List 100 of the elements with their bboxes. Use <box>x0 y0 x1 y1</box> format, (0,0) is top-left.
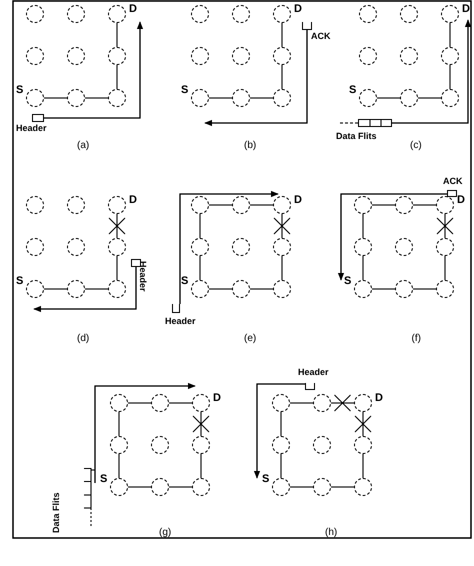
link-line <box>330 486 354 488</box>
link-line <box>362 454 364 478</box>
router-circle <box>108 47 126 65</box>
node-letter: D <box>129 195 137 206</box>
router-circle <box>151 436 169 454</box>
link-line <box>444 256 446 280</box>
link-line <box>372 288 396 290</box>
router-circle <box>67 280 85 298</box>
panel-label: (f) <box>412 334 421 344</box>
packet-label: ACK <box>311 32 330 41</box>
router-circle <box>67 196 85 214</box>
node-letter: S <box>16 276 24 287</box>
router-circle <box>272 394 290 412</box>
node-letter: D <box>462 4 470 15</box>
route-arrow <box>204 30 308 126</box>
router-circle <box>313 478 331 496</box>
link-line <box>290 402 314 404</box>
packet-box <box>32 114 44 122</box>
panel-label: (a) <box>77 141 90 151</box>
router-circle <box>354 280 372 298</box>
link-line <box>362 412 364 436</box>
router-circle <box>354 436 372 454</box>
link-line <box>290 486 314 488</box>
router-circle <box>359 89 377 107</box>
packet-bracket <box>302 22 312 30</box>
node-letter: D <box>213 393 221 404</box>
router-circle <box>273 89 291 107</box>
router-circle <box>191 238 209 256</box>
route-arrow <box>44 21 144 119</box>
router-circle <box>395 238 413 256</box>
route-arrow <box>179 190 279 304</box>
router-circle <box>108 196 126 214</box>
router-circle <box>232 47 250 65</box>
node-letter: D <box>457 195 465 206</box>
router-circle <box>108 280 126 298</box>
router-circle <box>232 89 250 107</box>
router-circle <box>441 47 459 65</box>
node-letter: S <box>262 474 270 485</box>
router-circle <box>108 89 126 107</box>
link-line <box>84 288 108 290</box>
link-line <box>168 486 192 488</box>
router-circle <box>441 5 459 23</box>
router-circle <box>232 5 250 23</box>
link-line <box>118 454 120 478</box>
router-circle <box>151 394 169 412</box>
router-circle <box>436 280 454 298</box>
router-circle <box>359 47 377 65</box>
router-circle <box>110 394 128 412</box>
router-circle <box>191 47 209 65</box>
router-circle <box>192 436 210 454</box>
router-circle <box>232 196 250 214</box>
router-circle <box>273 238 291 256</box>
router-circle <box>232 238 250 256</box>
link-line <box>128 402 152 404</box>
router-circle <box>232 280 250 298</box>
router-circle <box>192 478 210 496</box>
packet-label: Header <box>165 317 196 326</box>
panel-label: (h) <box>325 528 338 538</box>
packet-label: Header <box>138 261 147 292</box>
link-line <box>280 454 282 478</box>
router-circle <box>67 5 85 23</box>
link-line <box>372 204 396 206</box>
router-circle <box>395 196 413 214</box>
router-circle <box>26 196 44 214</box>
router-circle <box>273 196 291 214</box>
packet-label: Data Flits <box>52 492 61 533</box>
packet-bracket <box>305 383 315 390</box>
router-circle <box>192 394 210 412</box>
node-letter: D <box>129 4 137 15</box>
panel-label: (c) <box>410 141 422 151</box>
link-line <box>362 256 364 280</box>
router-circle <box>191 280 209 298</box>
router-circle <box>151 478 169 496</box>
link-line <box>412 204 436 206</box>
route-arrow <box>94 382 196 483</box>
packet-label: Header <box>16 124 47 133</box>
router-circle <box>26 280 44 298</box>
link-line <box>208 288 232 290</box>
router-circle <box>191 5 209 23</box>
router-circle <box>272 478 290 496</box>
panel-label: (e) <box>244 334 256 344</box>
route-arrow <box>254 383 305 479</box>
panel-label: (g) <box>159 528 172 538</box>
route-arrow <box>338 193 447 281</box>
router-circle <box>26 5 44 23</box>
node-letter: D <box>375 393 383 404</box>
router-circle <box>313 436 331 454</box>
packet-bracket <box>172 304 180 313</box>
router-circle <box>354 196 372 214</box>
panel-label: (b) <box>244 141 256 151</box>
router-circle <box>313 394 331 412</box>
router-circle <box>441 89 459 107</box>
packet-label: ACK <box>443 177 462 186</box>
router-circle <box>400 47 418 65</box>
node-letter: S <box>349 85 356 96</box>
router-circle <box>359 5 377 23</box>
link-line <box>250 204 274 206</box>
node-letter: S <box>100 474 108 485</box>
router-circle <box>26 238 44 256</box>
router-circle <box>354 478 372 496</box>
